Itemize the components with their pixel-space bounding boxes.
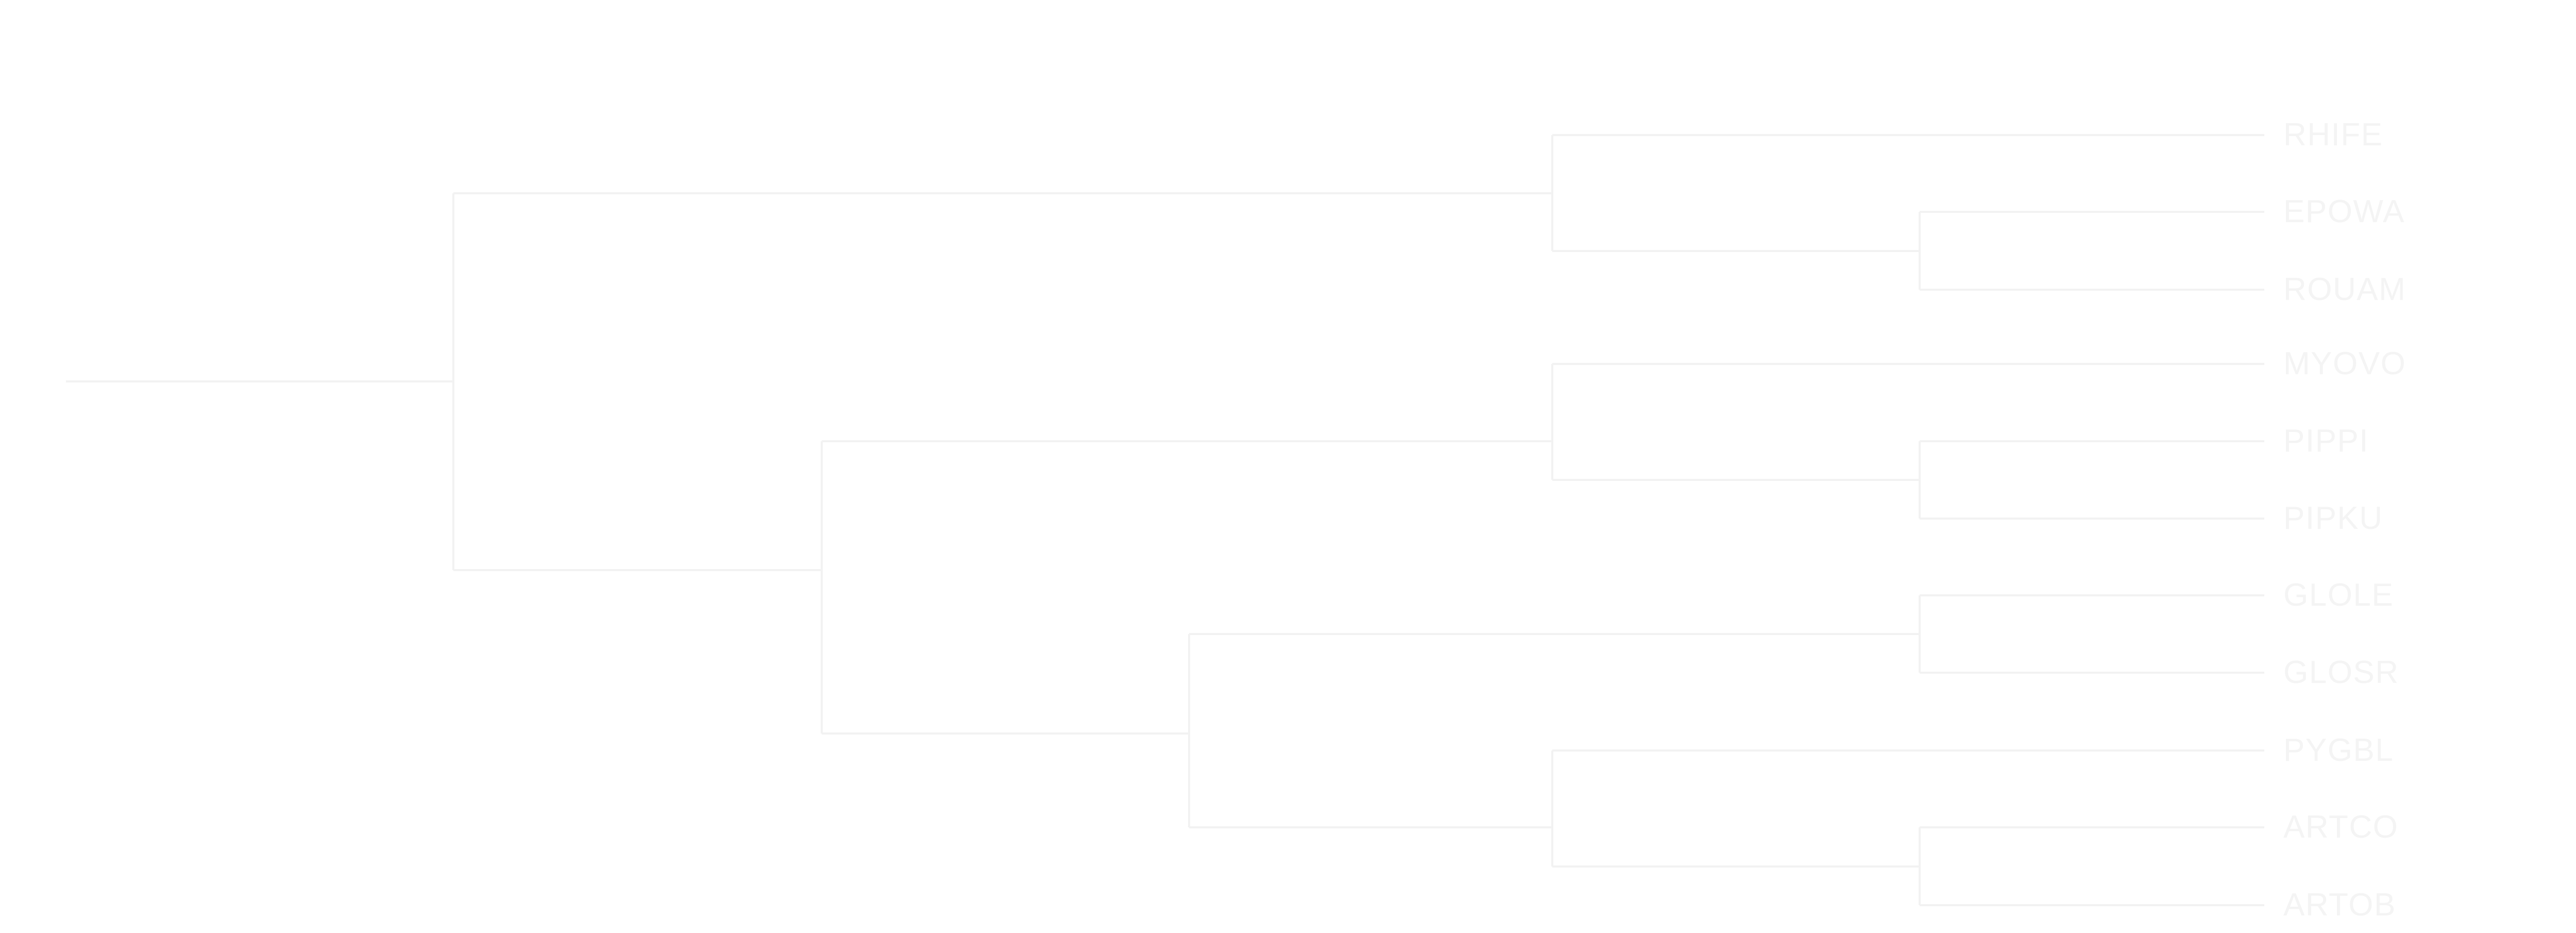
tip-pippi-label: PIPPI bbox=[2283, 423, 2369, 459]
tip-glole-label: GLOLE bbox=[2283, 577, 2394, 613]
branch-group bbox=[66, 134, 2264, 906]
tip-epowa-label: EPOWA bbox=[2283, 194, 2405, 229]
tip-artco-label: ARTCO bbox=[2283, 809, 2399, 845]
tip-pipku-label: PIPKU bbox=[2283, 501, 2383, 536]
tip-artob-label: ARTOB bbox=[2283, 887, 2396, 923]
tip-pygbl-label: PYGBL bbox=[2283, 732, 2394, 768]
tip-glosr-label: GLOSR bbox=[2283, 655, 2399, 690]
tip-myovo-label: MYOVO bbox=[2283, 346, 2406, 381]
tip-rhife-label: RHIFE bbox=[2283, 117, 2383, 153]
tip-rouam-label: ROUAM bbox=[2283, 272, 2406, 307]
